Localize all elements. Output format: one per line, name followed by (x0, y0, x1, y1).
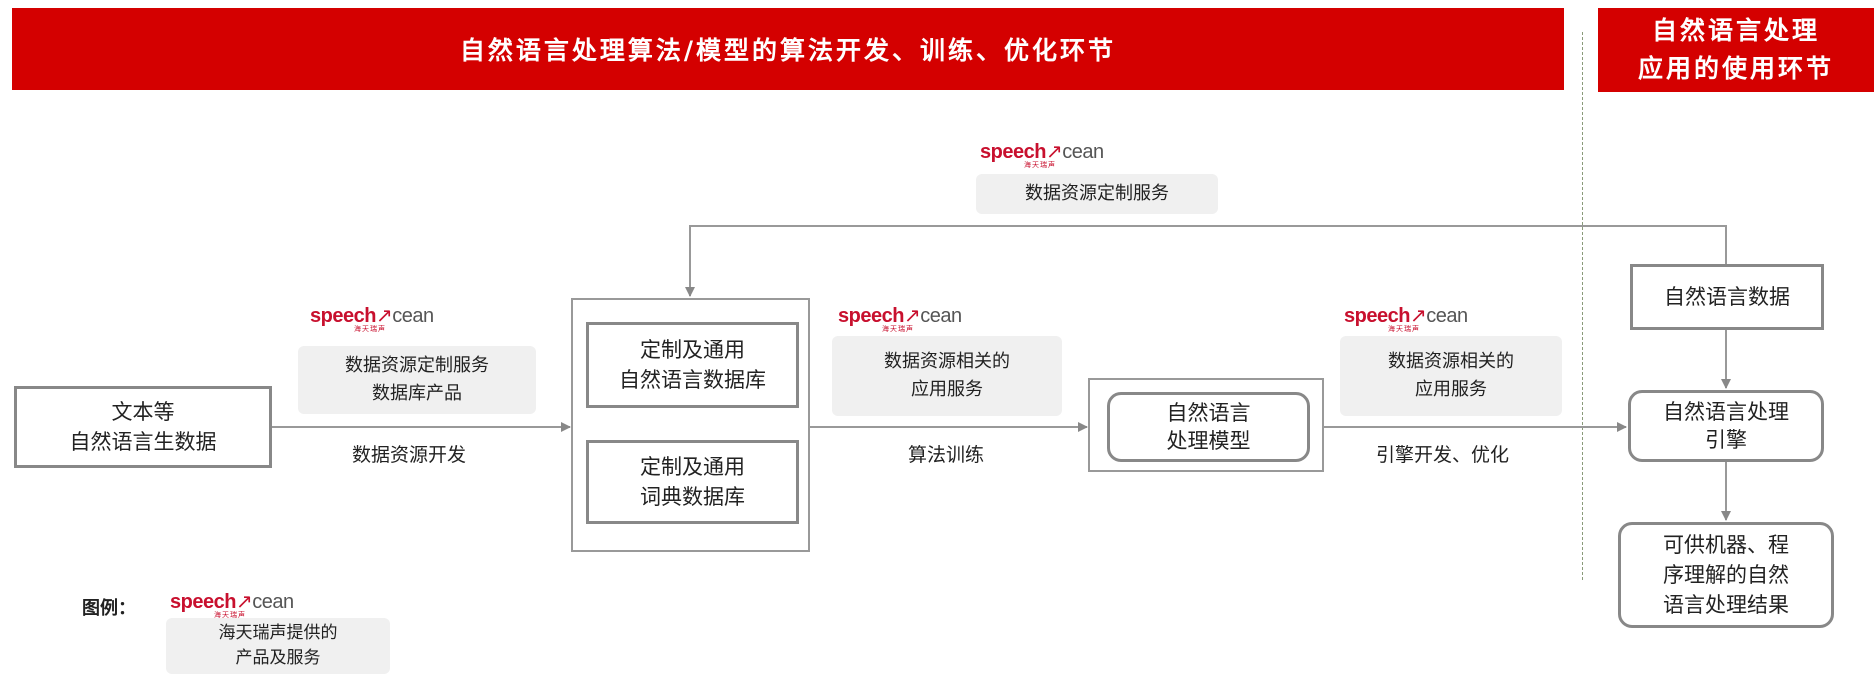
left-service-line1: 数据资源定制服务 (345, 355, 489, 376)
top-service-label: 数据资源定制服务 (1025, 183, 1169, 204)
nlp-model-node: 自然语言 处理模型 (1107, 392, 1310, 462)
nl-database-line1: 定制及通用 (640, 338, 745, 362)
speechocean-logo-left: speech↗cean 海天瑞声 (310, 306, 434, 333)
logo-arrow-icon: ↗ (235, 591, 253, 613)
edge-label-algo-training: 算法训练 (908, 444, 985, 466)
nl-database-node: 定制及通用 自然语言数据库 (586, 322, 799, 408)
speechocean-logo-middle: speech↗cean 海天瑞声 (838, 306, 962, 333)
dict-database-node: 定制及通用 词典数据库 (586, 440, 799, 524)
nlp-engine-node: 自然语言处理 引擎 (1628, 390, 1824, 462)
edge-label-engine-dev: 引擎开发、优化 (1376, 444, 1510, 466)
raw-text-data-line1: 文本等 (111, 400, 175, 424)
logo-word-part2: cean (1426, 305, 1468, 327)
legend-title: 图例： (82, 598, 136, 619)
legend-service-box: 海天瑞声提供的 产品及服务 (166, 618, 390, 674)
nlp-result-line3: 语言处理结果 (1663, 593, 1789, 617)
feedback-line (685, 225, 1727, 297)
speechocean-logo-top: speech↗cean 海天瑞声 (980, 142, 1104, 169)
right-service-line1: 数据资源相关的 (1388, 351, 1514, 372)
right-service-line2: 应用服务 (1415, 379, 1487, 400)
nl-database-line2: 自然语言数据库 (619, 368, 766, 392)
speechocean-logo-right: speech↗cean 海天瑞声 (1344, 306, 1468, 333)
logo-word-part1: speech (838, 305, 904, 327)
nlp-result-line1: 可供机器、程 (1663, 533, 1789, 557)
middle-service-box: 数据资源相关的 应用服务 (832, 336, 1062, 416)
left-service-line2: 数据库产品 (372, 383, 462, 404)
logo-subtext: 海天瑞声 (1024, 162, 1056, 169)
main-stage-banner: 自然语言处理算法/模型的算法开发、训练、优化环节 (12, 8, 1564, 90)
nl-data-label: 自然语言数据 (1664, 285, 1790, 309)
left-service-box: 数据资源定制服务 数据库产品 (298, 346, 536, 414)
dict-database-line2: 词典数据库 (640, 485, 745, 509)
nlp-result-node: 可供机器、程 序理解的自然 语言处理结果 (1618, 522, 1834, 628)
middle-service-line1: 数据资源相关的 (884, 351, 1010, 372)
nlp-model-line1: 自然语言 (1166, 401, 1251, 425)
stage-divider (1582, 32, 1583, 580)
right-service-box: 数据资源相关的 应用服务 (1340, 336, 1562, 416)
nlp-result-line2: 序理解的自然 (1663, 563, 1789, 587)
main-stage-title: 自然语言处理算法/模型的算法开发、训练、优化环节 (459, 36, 1117, 65)
nl-data-node: 自然语言数据 (1630, 264, 1824, 330)
logo-subtext: 海天瑞声 (1388, 326, 1420, 333)
middle-service-line2: 应用服务 (911, 379, 983, 400)
usage-stage-title-line2: 应用的使用环节 (1637, 54, 1834, 83)
nlp-model-line2: 处理模型 (1166, 429, 1251, 453)
logo-subtext: 海天瑞声 (214, 612, 246, 619)
logo-word-part2: cean (1062, 141, 1104, 163)
logo-arrow-icon: ↗ (1409, 305, 1427, 327)
logo-word-part1: speech (980, 141, 1046, 163)
speechocean-logo-legend: speech↗cean 海天瑞声 (170, 592, 294, 619)
logo-word-part1: speech (170, 591, 236, 613)
logo-arrow-icon: ↗ (1045, 141, 1063, 163)
legend-line1: 海天瑞声提供的 (218, 623, 338, 643)
nlp-engine-line1: 自然语言处理 (1663, 400, 1789, 424)
logo-subtext: 海天瑞声 (354, 326, 386, 333)
usage-stage-title-line1: 自然语言处理 (1651, 16, 1820, 45)
logo-word-part2: cean (252, 591, 294, 613)
top-service-box: 数据资源定制服务 (976, 174, 1218, 214)
logo-arrow-icon: ↗ (903, 305, 921, 327)
logo-arrow-icon: ↗ (375, 305, 393, 327)
logo-word-part1: speech (1344, 305, 1410, 327)
logo-word-part2: cean (392, 305, 434, 327)
usage-stage-banner: 自然语言处理 应用的使用环节 (1598, 8, 1874, 92)
logo-word-part1: speech (310, 305, 376, 327)
nlp-engine-line2: 引擎 (1705, 428, 1747, 452)
logo-subtext: 海天瑞声 (882, 326, 914, 333)
dict-database-line1: 定制及通用 (640, 455, 745, 479)
legend-line2: 产品及服务 (235, 648, 321, 668)
raw-text-data-node: 文本等 自然语言生数据 (14, 386, 272, 468)
raw-text-data-line2: 自然语言生数据 (69, 430, 217, 454)
edge-label-data-dev: 数据资源开发 (352, 444, 467, 466)
logo-word-part2: cean (920, 305, 962, 327)
